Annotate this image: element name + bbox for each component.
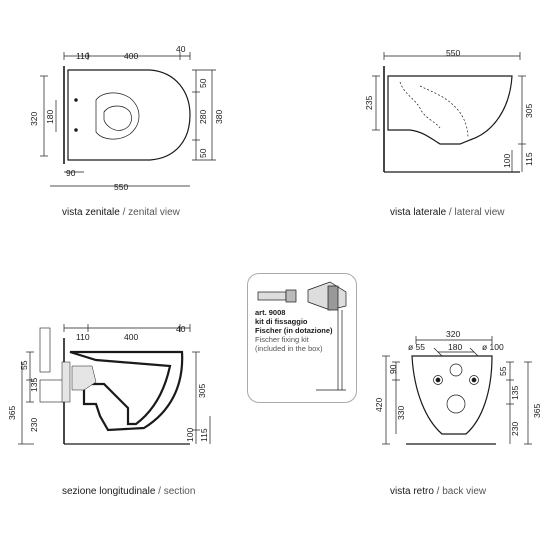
zenital-dimension-labels: 110 400 40 90 550 320 180 50 280 50 380 [29,44,224,192]
dim-label: 320 [446,329,460,339]
dim-label: 50 [198,78,208,88]
kit-en1: Fischer fixing kit [255,335,309,344]
dim-label: 550 [114,182,128,192]
section-view [18,324,211,445]
back-dimension-labels: 320 ø 55 180 ø 100 90 420 330 55 135 365… [374,329,542,436]
lateral-view [372,52,526,173]
dim-label: 110 [76,332,90,342]
dim-label: 180 [448,342,462,352]
caption-lateral: vista laterale / lateral view [390,207,505,218]
dim-label: 305 [197,384,207,398]
dim-label: 135 [29,378,39,392]
dim-label: 235 [364,96,374,110]
dim-label: ø 55 [408,342,425,352]
fixing-kit-description: art. 9008 kit di fissaggio Fischer (in d… [255,308,333,353]
dim-label: 180 [45,110,55,124]
caption-en: back view [442,486,487,497]
caption-it: vista laterale [390,207,447,218]
dim-label: ø 100 [482,342,504,352]
caption-zenital: vista zenitale / zenital view [62,207,180,218]
dim-label: 50 [198,148,208,158]
lateral-dimension-labels: 550 235 305 100 115 [364,48,534,168]
back-view [382,336,532,445]
dim-label: 280 [198,110,208,124]
dim-label: 110 [76,51,90,61]
caption-it: vista retro [390,486,434,497]
dim-label: 380 [214,110,224,124]
section-dimension-labels: 110 400 40 55 135 365 230 305 100 115 [7,324,209,442]
dim-label: 230 [29,418,39,432]
dim-label: 400 [124,51,138,61]
dim-label: 320 [29,112,39,126]
dim-label: 40 [176,44,186,54]
caption-it: vista zenitale [62,207,120,218]
kit-line2: Fischer [255,326,282,335]
dim-label: 100 [185,428,195,442]
dim-label: 365 [532,404,542,418]
dim-label: 365 [7,406,17,420]
dim-label: 420 [374,398,384,412]
dim-label: 330 [396,406,406,420]
dim-label: 40 [176,324,186,334]
kit-en2: (included in the box) [255,344,323,353]
dim-label: 90 [388,364,398,374]
dim-label: 135 [510,386,520,400]
dim-label: 100 [502,154,512,168]
kit-article: art. 9008 [255,308,286,317]
zenital-view [40,52,216,187]
kit-line1: kit di fissaggio [255,317,308,326]
caption-section: sezione longitudinale / section [62,486,196,497]
caption-it: sezione longitudinale [62,486,156,497]
dim-label: 400 [124,332,138,342]
dim-label: 55 [498,366,508,376]
dim-label: 305 [524,104,534,118]
dim-label: 230 [510,422,520,436]
dim-label: 550 [446,48,460,58]
dim-label: 90 [66,168,76,178]
dim-label: 55 [19,360,29,370]
kit-line2-note: (in dotazione) [283,326,333,335]
caption-back: vista retro / back view [390,486,487,497]
dim-label: 115 [524,152,534,166]
caption-en: lateral view [454,207,505,218]
caption-en: zenital view [128,207,180,218]
caption-en: section [163,486,196,497]
dim-label: 115 [199,428,209,442]
